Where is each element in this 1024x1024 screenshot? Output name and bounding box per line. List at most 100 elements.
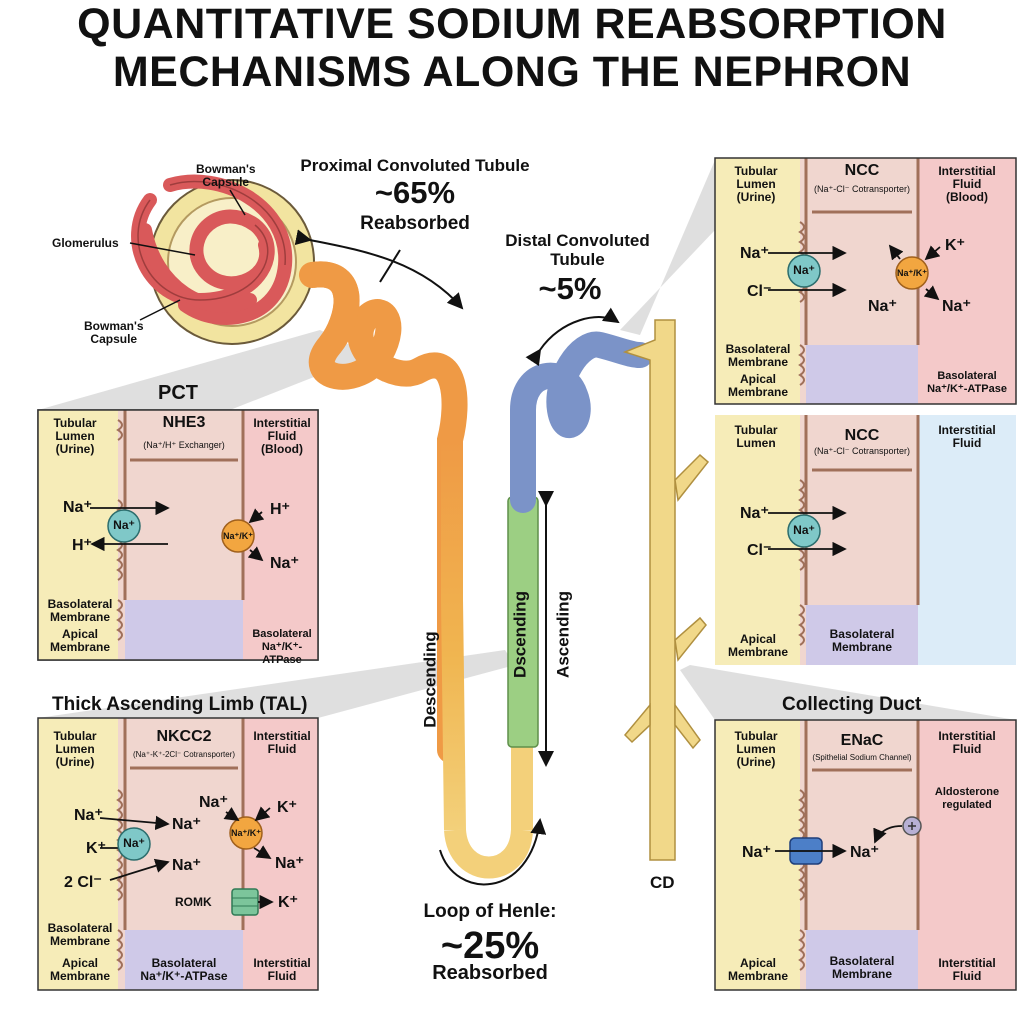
pct-basolateral-label: Basolateral Membrane <box>47 597 113 624</box>
pct-pump: Na⁺/K⁺ <box>222 531 253 541</box>
tal-out-na-1: Na⁺ <box>172 816 201 833</box>
tal-interstitial-bottom: Interstitial Fluid <box>253 956 311 983</box>
descending-limb <box>441 440 466 831</box>
cd-interstitial-label: Interstitial Fluid <box>938 729 996 756</box>
dct-pump-k: K⁺ <box>945 237 965 254</box>
tal-carrier: Na⁺ <box>123 836 145 850</box>
descending-inner-label: Dscending <box>510 591 530 678</box>
tal-transporter: NKCC2 <box>156 728 212 745</box>
pct-percent: ~65% <box>374 175 456 210</box>
loop-bottom <box>444 828 533 879</box>
tal-panel <box>37 717 319 991</box>
tal-pump-na-top: Na⁺ <box>199 794 228 811</box>
cd-aldosterone-label: Aldosterone regulated <box>934 786 1000 811</box>
tal-panel-heading: Thick Ascending Limb (TAL) <box>52 694 308 715</box>
ncc-ion-na: Na⁺ <box>740 505 769 522</box>
dct-atpase-label: Basolateral Na⁺/K⁺-ATPase <box>927 370 1007 395</box>
loop-percent: ~25% <box>440 925 540 967</box>
tal-callout-wedge <box>38 650 515 718</box>
tal-basolateral-label: Basolateral Membrane <box>47 921 113 948</box>
bowmans-capsule-label-top: Bowman's Capsule <box>196 162 256 189</box>
dct-title: Distal Convoluted Tubule <box>505 231 650 269</box>
pct-transporter: NHE3 <box>162 414 206 431</box>
main-title: QUANTITATIVE SODIUM REABSORPTION MECHANI… <box>0 0 1024 96</box>
dct-basolateral-label: Basolateral Membrane <box>725 342 791 369</box>
pct-ion-na: Na⁺ <box>63 499 92 516</box>
tal-romk-k: K⁺ <box>278 894 298 911</box>
ncc-transporter: NCC <box>844 427 880 444</box>
cd-ion-na-in: Na⁺ <box>742 844 771 861</box>
pct-lumen-label: Tubular Lumen (Urine) <box>53 416 97 456</box>
dct-ion-cl: Cl⁻ <box>747 283 772 300</box>
pct-carrier: Na⁺ <box>113 518 135 532</box>
tal-romk-label: ROMK <box>175 895 212 909</box>
collecting-duct <box>622 319 710 861</box>
dct-panel <box>714 157 1017 405</box>
dct-lumen-label: Tubular Lumen (Urine) <box>734 164 778 204</box>
ncc-interstitial-label: Interstitial Fluid <box>938 423 996 450</box>
dct-pump: Na⁺/K⁺ <box>896 268 927 278</box>
cd-lumen-label: Tubular Lumen (Urine) <box>734 729 778 769</box>
tal-pump: Na⁺/K⁺ <box>230 828 261 838</box>
pct-interstitial-label: Interstitial Fluid (Blood) <box>253 416 311 456</box>
cd-panel-heading: Collecting Duct <box>782 694 922 715</box>
loop-reabsorbed: Reabsorbed <box>432 962 548 984</box>
pct-panel <box>37 409 319 661</box>
dct-callout-wedge <box>620 160 715 335</box>
dct-pump-na-in: Na⁺ <box>868 298 897 315</box>
cd-transporter-sub: (Spithelial Sodium Channel) <box>812 753 912 762</box>
tal-ion-na: Na⁺ <box>74 807 103 824</box>
pct-panel-heading: PCT <box>158 382 198 404</box>
dct-apical-label: Apical Membrane <box>727 372 789 399</box>
pct-reabsorbed: Reabsorbed <box>360 213 470 234</box>
ncc-panel <box>715 415 1016 665</box>
cd-basolateral-label: Basolateral Membrane <box>829 954 895 981</box>
dct-ion-na: Na⁺ <box>740 245 769 262</box>
tal-transporter-sub: (Na⁺-K⁺-2Cl⁻ Cotransporter) <box>132 750 236 759</box>
cd-interstitial-bottom: Interstitial Fluid <box>938 956 996 983</box>
pct-transporter-sub: (Na⁺/H⁺ Exchanger) <box>143 440 225 450</box>
glomerulus-label: Glomerulus <box>52 236 119 250</box>
pct-ion-h: H⁺ <box>72 537 92 554</box>
ncc-lumen-label: Tubular Lumen <box>734 423 778 450</box>
tal-apical-label: Apical Membrane <box>49 956 111 983</box>
glomerulus-outline <box>137 180 286 301</box>
pct-apical-label: Apical Membrane <box>49 627 111 654</box>
descending-label: Descending <box>420 631 440 728</box>
dct-pump-na-out: Na⁺ <box>942 298 971 315</box>
tal-pump-k: K⁺ <box>277 799 297 816</box>
pct-callout-wedge <box>38 330 370 410</box>
tal-ion-cl: 2 Cl⁻ <box>64 874 102 891</box>
cd-transporter: ENaC <box>840 732 884 749</box>
ncc-ion-cl: Cl⁻ <box>747 542 772 559</box>
ncc-carrier: Na⁺ <box>793 523 815 537</box>
pct-title: Proximal Convoluted Tubule <box>300 156 530 175</box>
tal-interstitial-label: Interstitial Fluid <box>253 729 311 756</box>
tal-ion-k: K⁺ <box>86 840 106 857</box>
pct-pump-na: Na⁺ <box>270 555 299 572</box>
tal-pump-na-out: Na⁺ <box>275 855 304 872</box>
pct-atpase-label: Basolateral Na⁺/K⁺-ATPase <box>252 628 312 666</box>
ncc-transporter-sub: (Na⁺-Cl⁻ Cotransporter) <box>813 446 911 456</box>
ncc-basolateral-label: Basolateral Membrane <box>829 627 895 654</box>
cd-callout-wedge <box>680 665 1016 720</box>
tal-out-na-2: Na⁺ <box>172 857 201 874</box>
pct-pump-h: H⁺ <box>270 501 290 518</box>
ncc-apical-label: Apical Membrane <box>727 632 789 659</box>
cd-panel <box>714 719 1017 991</box>
dct-transporter-sub: (Na⁺-Cl⁻ Cotransporter) <box>813 184 911 194</box>
cd-ion-na-out: Na⁺ <box>850 844 879 861</box>
tal-lumen-label: Tubular Lumen (Urine) <box>53 729 97 769</box>
dct-transporter: NCC <box>844 162 880 179</box>
title-line-1: QUANTITATIVE SODIUM REABSORPTION <box>77 0 947 48</box>
dct-percent: ~5% <box>538 271 602 306</box>
loop-title: Loop of Henle: <box>423 901 557 922</box>
distal-convoluted-tubule <box>510 331 653 513</box>
cd-apical-label: Apical Membrane <box>727 956 789 983</box>
bowmans-capsule-label-bottom: Bowman's Capsule <box>84 319 144 346</box>
tal-atpase-label: Basolateral Na⁺/K⁺-ATPase <box>140 956 228 983</box>
ascending-label: Ascending <box>553 591 573 678</box>
dct-carrier: Na⁺ <box>793 263 815 277</box>
cd-label: CD <box>650 873 675 892</box>
